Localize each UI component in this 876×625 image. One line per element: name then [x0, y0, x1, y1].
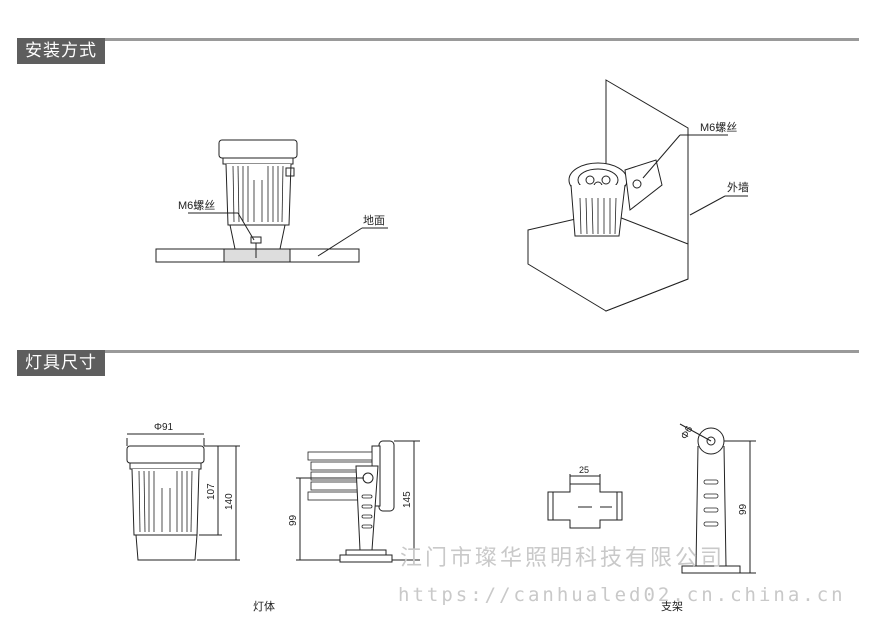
- bracket-side-drawing: [679, 423, 756, 574]
- lamp-side-center-label: 99: [288, 514, 299, 526]
- ground-surface-label: 地面: [363, 214, 385, 227]
- watermark-company: 江门市璨华照明科技有限公司: [400, 545, 726, 570]
- lamp-caption: 灯体: [253, 601, 275, 613]
- bracket-width-label: 25: [579, 465, 589, 475]
- section-divider: [17, 38, 859, 41]
- lamp-diameter-label: Φ91: [154, 422, 174, 433]
- wall-mount-drawing: [527, 79, 748, 312]
- ground-screw-label: M6螺丝: [178, 199, 215, 212]
- section-title-dimensions: 灯具尺寸: [17, 350, 105, 376]
- wall-screw-label: M6螺丝: [700, 121, 737, 134]
- section-divider: [17, 350, 859, 353]
- bracket-height-label: 99: [738, 503, 749, 515]
- lamp-front-drawing: [126, 433, 240, 561]
- ground-mount-drawing: [155, 139, 388, 263]
- wall-surface-label: 外墙: [727, 180, 749, 194]
- lamp-total-height-label: 140: [224, 493, 235, 510]
- watermark-url: https://canhualed02.cn.china.cn: [398, 584, 846, 606]
- bracket-hole-label: Φ6: [679, 424, 696, 442]
- bracket-caption: 支架: [661, 601, 683, 613]
- lamp-side-total-label: 145: [402, 491, 413, 508]
- section-title-installation: 安装方式: [17, 38, 105, 64]
- bracket-top-drawing: [547, 474, 623, 529]
- lamp-body-height-label: 107: [206, 483, 217, 500]
- lamp-side-drawing: [296, 440, 420, 563]
